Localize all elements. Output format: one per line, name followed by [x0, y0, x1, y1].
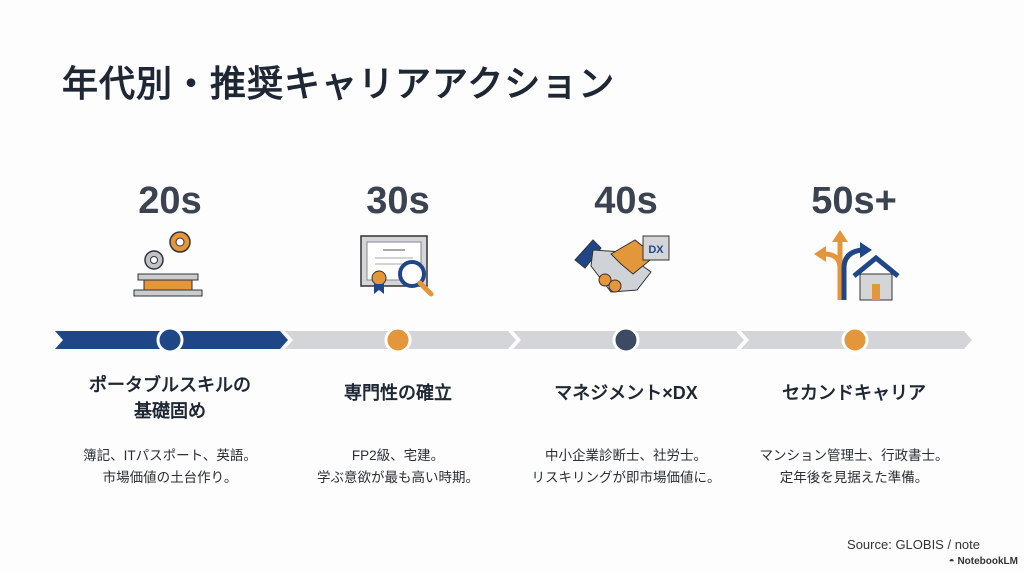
desc-line: 市場価値の土台作り。 — [102, 470, 238, 485]
timeline-dot-50s — [841, 326, 869, 354]
stage-heading: ポータブルスキルの 基礎固め — [56, 372, 284, 424]
age-label: 20s — [138, 180, 202, 222]
desc-line: FP2級、宅建。 — [351, 448, 445, 463]
stage-description: FP2級、宅建。 学ぶ意欲が最も高い時期。 — [284, 445, 512, 489]
brand-watermark: ◓ NotebookLM — [949, 556, 1018, 567]
timeline — [55, 326, 972, 354]
timeline-dot-30s — [384, 326, 412, 354]
crossroads-home-icon — [740, 228, 968, 304]
timeline-dot-40s — [612, 326, 640, 354]
age-label: 30s — [366, 180, 430, 222]
heading-line: ポータブルスキルの — [89, 375, 251, 395]
stage-description: 中小企業診断士、社労士。 リスキリングが即市場価値に。 — [512, 445, 740, 489]
brand-label: NotebookLM — [957, 556, 1018, 567]
heading-line: 基礎固め — [134, 401, 206, 421]
notebooklm-logo-icon: ◓ — [948, 556, 958, 567]
handshake-dx-icon: DX — [512, 228, 740, 304]
desc-line: 学ぶ意欲が最も高い時期。 — [317, 470, 479, 485]
gears-icon — [56, 228, 284, 304]
desc-line: 中小企業診断士、社労士。 — [545, 448, 707, 463]
source-citation: Source: GLOBIS / note — [847, 537, 980, 552]
age-label: 50s+ — [811, 180, 897, 222]
age-label: 40s — [594, 180, 658, 222]
stage-heading: マネジメント×DX — [554, 383, 698, 403]
stage-heading: 専門性の確立 — [344, 383, 452, 403]
timeline-dot-20s — [156, 326, 184, 354]
certificate-search-icon — [284, 228, 512, 304]
desc-line: マンション管理士、行政書士。 — [759, 448, 949, 463]
desc-line: リスキリングが即市場価値に。 — [531, 470, 721, 485]
desc-line: 定年後を見据えた準備。 — [779, 470, 929, 485]
svg-text:DX: DX — [648, 244, 664, 256]
desc-line: 簿記、ITパスポート、英語。 — [83, 448, 257, 463]
stage-description: 簿記、ITパスポート、英語。 市場価値の土台作り。 — [56, 445, 284, 489]
page-title: 年代別・推奨キャリアアクション — [62, 63, 616, 104]
stage-description: マンション管理士、行政書士。 定年後を見据えた準備。 — [740, 445, 968, 489]
stage-heading: セカンドキャリア — [782, 383, 926, 403]
